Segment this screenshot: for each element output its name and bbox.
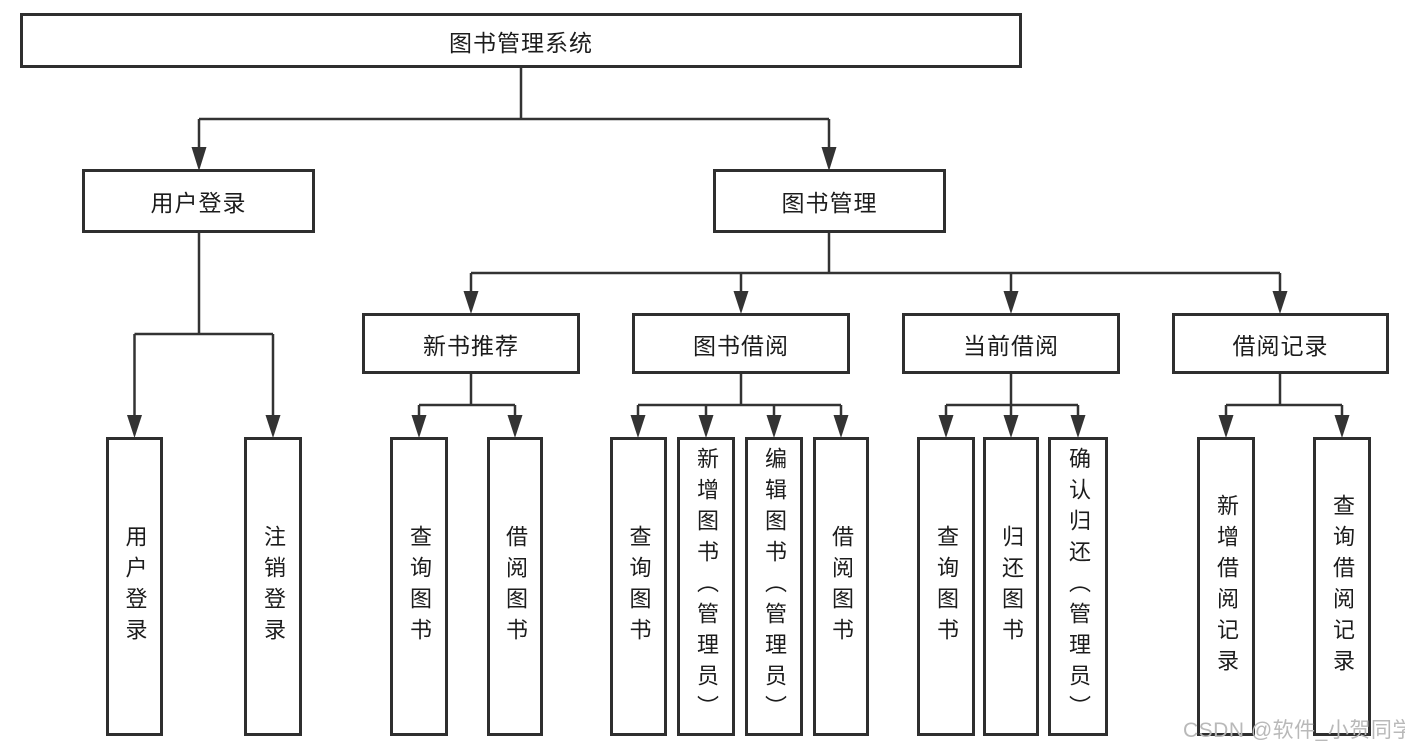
leaf-borrow-add-books-label: 新增图书（管理员） <box>694 447 719 726</box>
node-new-book-recommend: 新书推荐 <box>362 313 580 374</box>
leaf-recommend-borrow-books-label: 借阅图书 <box>503 524 528 649</box>
leaf-current-query-books-label: 查询图书 <box>934 524 959 649</box>
leaf-recommend-borrow-books: 借阅图书 <box>487 437 543 736</box>
node-root: 图书管理系统 <box>20 13 1022 68</box>
leaf-current-return-books-label: 归还图书 <box>999 524 1024 649</box>
node-current-borrow: 当前借阅 <box>902 313 1120 374</box>
leaf-current-return-books: 归还图书 <box>983 437 1039 736</box>
leaf-logout: 注销登录 <box>244 437 302 736</box>
leaf-logout-label: 注销登录 <box>261 524 286 649</box>
node-borrow-records-label: 借阅记录 <box>1232 332 1329 359</box>
leaf-borrow-add-books: 新增图书（管理员） <box>677 437 735 736</box>
leaf-records-query: 查询借阅记录 <box>1313 437 1371 736</box>
leaf-borrow-borrow-books-label: 借阅图书 <box>829 524 854 649</box>
node-current-borrow-label: 当前借阅 <box>963 332 1059 359</box>
leaf-records-query-label: 查询借阅记录 <box>1330 493 1355 680</box>
leaf-current-query-books: 查询图书 <box>917 437 975 736</box>
leaf-borrow-borrow-books: 借阅图书 <box>813 437 869 736</box>
arrowheads <box>127 147 1350 438</box>
node-borrow-records: 借阅记录 <box>1172 313 1389 374</box>
leaf-records-add: 新增借阅记录 <box>1197 437 1255 736</box>
node-new-book-recommend-label: 新书推荐 <box>423 332 519 359</box>
leaf-borrow-query-books-label: 查询图书 <box>626 524 652 649</box>
leaf-recommend-query-books-label: 查询图书 <box>407 524 432 649</box>
csdn-watermark: CSDN @软件_小贺同学 <box>1183 719 1405 742</box>
leaf-current-confirm-return: 确认归还（管理员） <box>1048 437 1108 736</box>
node-user-login-label: 用户登录 <box>150 190 247 216</box>
leaf-user-login: 用户登录 <box>106 437 163 736</box>
node-book-management: 图书管理 <box>713 169 946 233</box>
leaf-records-add-label: 新增借阅记录 <box>1214 493 1239 680</box>
node-book-borrow-label: 图书借阅 <box>693 332 789 359</box>
leaf-current-confirm-return-label: 确认归还（管理员） <box>1066 447 1091 726</box>
leaf-user-login-label: 用户登录 <box>122 524 148 649</box>
node-root-label: 图书管理系统 <box>449 29 593 56</box>
node-book-management-label: 图书管理 <box>781 190 878 216</box>
leaf-borrow-query-books: 查询图书 <box>610 437 667 736</box>
leaf-recommend-query-books: 查询图书 <box>390 437 448 736</box>
node-user-login: 用户登录 <box>82 169 315 233</box>
leaf-borrow-edit-books-label: 编辑图书（管理员） <box>762 447 787 726</box>
node-book-borrow: 图书借阅 <box>632 313 850 374</box>
leaf-borrow-edit-books: 编辑图书（管理员） <box>745 437 803 736</box>
